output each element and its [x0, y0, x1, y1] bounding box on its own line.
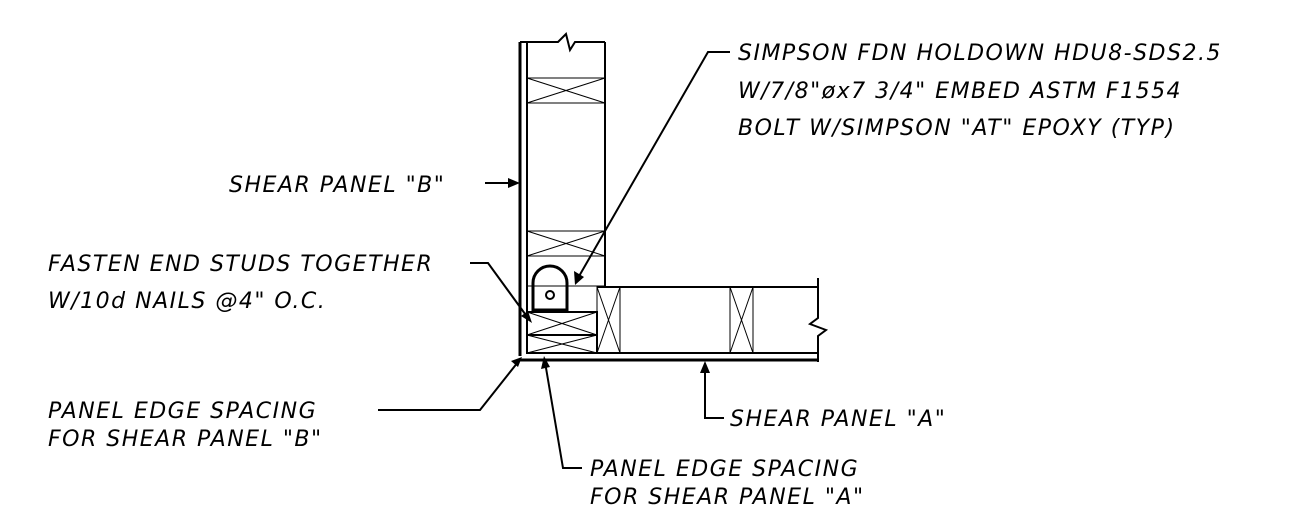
vertical-stud-1: [526, 77, 606, 104]
holdown-note: SIMPSON FDN HOLDOWN HDU8-SDS2.5 W/7/8"øx…: [738, 41, 1222, 141]
holdown-note-line-1: SIMPSON FDN HOLDOWN HDU8-SDS2.5: [738, 41, 1222, 66]
holdown-bracket: [531, 264, 569, 312]
horizontal-stud-1: [596, 286, 621, 354]
fasten-note: FASTEN END STUDS TOGETHER W/10d NAILS @4…: [48, 252, 433, 314]
corner-end-studs: [526, 311, 598, 354]
fasten-arrow: [521, 311, 532, 323]
fasten-note-line-1: FASTEN END STUDS TOGETHER: [48, 252, 433, 277]
edge-spacing-a-line-2: FOR SHEAR PANEL "A": [590, 485, 865, 510]
edge-spacing-a-arrow: [541, 356, 550, 369]
edge-spacing-a-note: PANEL EDGE SPACING FOR SHEAR PANEL "A": [590, 457, 865, 510]
edge-spacing-b-arrow: [511, 357, 522, 367]
edge-spacing-a-line-1: PANEL EDGE SPACING: [590, 457, 859, 482]
shear-panel-a-label: SHEAR PANEL "A": [730, 407, 946, 432]
horizontal-wall: [520, 278, 829, 362]
leader-lines: [378, 51, 730, 469]
edge-spacing-b-line-2: FOR SHEAR PANEL "B": [48, 427, 323, 452]
shear-panel-b-arrow: [508, 178, 520, 188]
edge-spacing-b-note: PANEL EDGE SPACING FOR SHEAR PANEL "B": [48, 399, 323, 452]
holdown-arrow: [574, 271, 584, 285]
horizontal-stud-2: [729, 286, 754, 354]
holdown-note-line-3: BOLT W/SIMPSON "AT" EPOXY (TYP): [738, 116, 1176, 141]
edge-spacing-b-line-1: PANEL EDGE SPACING: [48, 399, 317, 424]
vertical-wall: [518, 32, 606, 356]
holdown-note-line-2: W/7/8"øx7 3/4" EMBED ASTM F1554: [738, 79, 1182, 104]
shear-panel-a-arrow: [700, 361, 710, 373]
fasten-note-line-2: W/10d NAILS @4" O.C.: [48, 289, 326, 314]
shear-panel-b-label: SHEAR PANEL "B": [229, 173, 445, 198]
